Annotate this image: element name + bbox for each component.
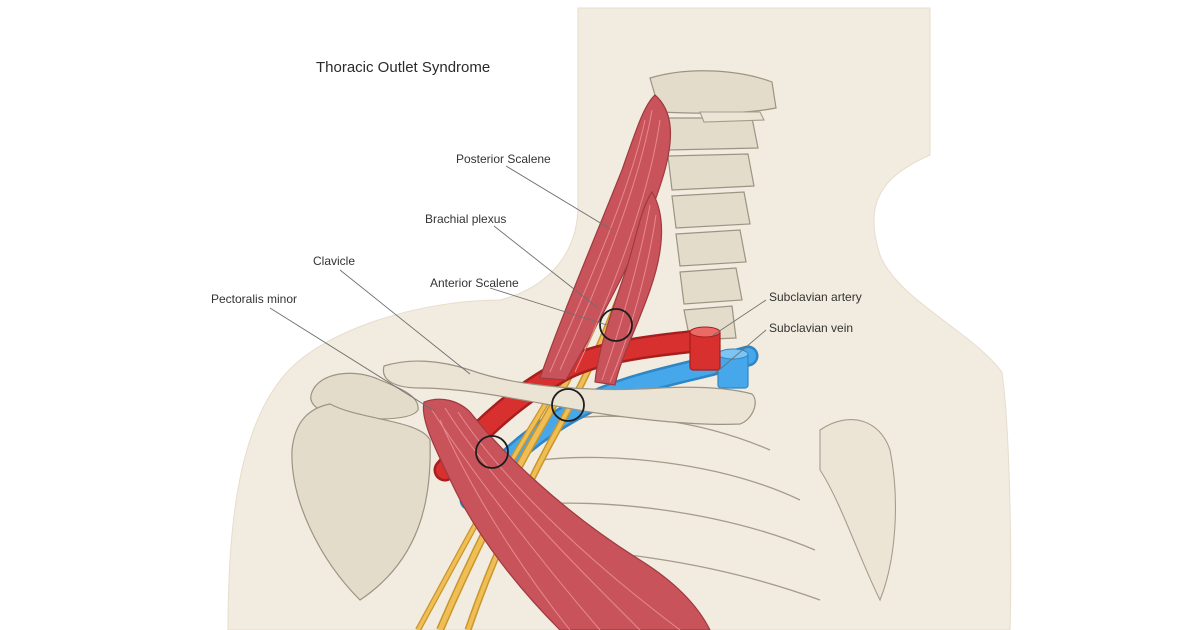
cervical-spine <box>649 70 777 341</box>
compression-ring-pectoralis <box>475 435 509 469</box>
leader-posterior-scalene <box>505 165 613 231</box>
pectoralis-minor-muscle <box>422 398 711 630</box>
label-clavicle: Clavicle <box>313 254 355 268</box>
label-posterior-scalene: Posterior Scalene <box>456 152 551 166</box>
diagram-title: Thoracic Outlet Syndrome <box>316 59 490 76</box>
label-subclavian-artery: Subclavian artery <box>769 290 862 304</box>
leader-pectoralis-minor <box>269 307 437 413</box>
leader-subclavian-vein <box>711 329 767 377</box>
clavicle-bone <box>382 360 756 425</box>
label-subclavian-vein: Subclavian vein <box>769 321 853 335</box>
label-anterior-scalene: Anterior Scalene <box>430 276 519 290</box>
posterior-scalene-muscle <box>539 94 672 381</box>
leader-clavicle <box>339 269 471 375</box>
label-pectoralis-minor: Pectoralis minor <box>211 292 297 306</box>
leader-lines <box>269 165 767 413</box>
leader-subclavian-artery <box>711 299 767 337</box>
compression-ring-scalene <box>599 308 633 342</box>
label-brachial-plexus: Brachial plexus <box>425 212 506 226</box>
leader-brachial-plexus <box>493 225 599 309</box>
shoulder-bones <box>291 372 896 602</box>
leader-anterior-scalene <box>489 287 611 327</box>
compression-ring-costoclavicular <box>551 388 585 422</box>
anterior-scalene-muscle <box>594 190 663 386</box>
